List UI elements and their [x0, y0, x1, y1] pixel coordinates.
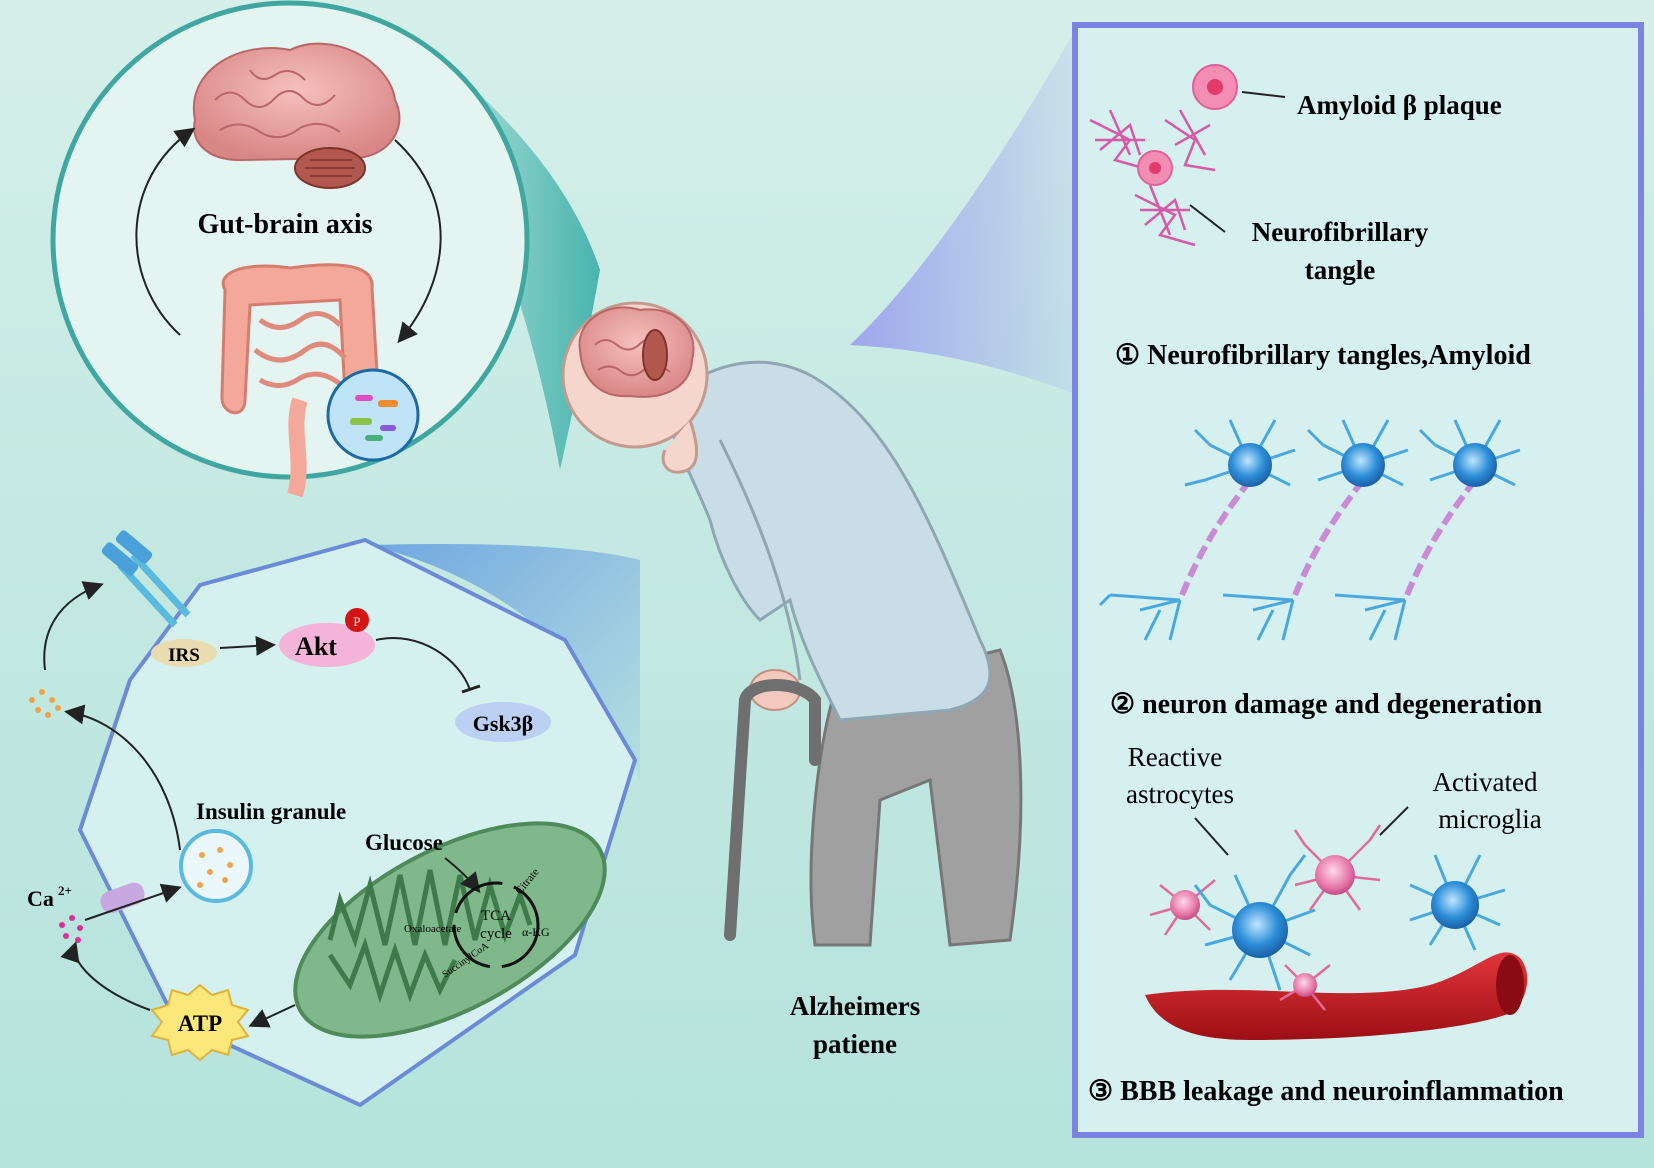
- brain-icon: [192, 42, 401, 189]
- cone-right-panel: [850, 25, 1078, 395]
- insulin-granule-icon: [179, 829, 253, 903]
- gut-brain-circle: Gut-brain axis: [50, 0, 530, 498]
- glucose-label: Glucose: [365, 830, 443, 855]
- irs-label: IRS: [168, 645, 200, 666]
- pathology-panel: Amyloid β plaque Neurofibrillary tangle …: [1072, 22, 1644, 1138]
- tca-label-line1: TCA: [481, 908, 511, 924]
- patient-label-line2: patiene: [813, 1029, 897, 1059]
- reactive-label-line2: astrocytes: [1126, 779, 1234, 809]
- step2-label: ② neuron damage and degeneration: [1110, 689, 1543, 720]
- cane-icon: [724, 679, 821, 941]
- gut-brain-title: Gut-brain axis: [197, 209, 372, 240]
- calcium-label: Ca: [27, 886, 54, 911]
- nft-label-line2: tangle: [1305, 255, 1376, 285]
- intestine-icon: [220, 263, 380, 498]
- amyloid-plaque-label: Amyloid β plaque: [1297, 90, 1502, 120]
- akt-label: Akt: [295, 632, 337, 661]
- reactive-label-line1: Reactive: [1128, 742, 1222, 772]
- step3-label: ③ BBB leakage and neuroinflammation: [1088, 1076, 1564, 1107]
- insulin-granule-label: Insulin granule: [196, 799, 346, 824]
- patient-brain-icon: [578, 306, 695, 398]
- gut-to-brain-arrow: [135, 127, 196, 336]
- secreted-insulin-dots: [29, 689, 61, 718]
- neuron-icon: [1222, 419, 1409, 641]
- calcium-ions-dots: [59, 915, 83, 943]
- neuron-icon: [1098, 419, 1296, 641]
- microglia-label-line1: Activated: [1433, 767, 1538, 797]
- calcium-charge-label: 2+: [58, 883, 72, 898]
- blood-vessel-icon: [1145, 952, 1528, 1040]
- gsk3b-label: Gsk3β: [473, 711, 534, 736]
- phospho-marker: [345, 608, 369, 632]
- gsk3b-node: [455, 702, 551, 742]
- oxaloacetate-label: Oxaloacetate: [404, 923, 462, 935]
- nft-label-line1: Neurofibrillary: [1252, 217, 1429, 247]
- akg-label: α-KG: [522, 925, 550, 939]
- microbiota-icon: [326, 368, 420, 462]
- cone-pathway: [370, 544, 640, 780]
- atp-label: ATP: [178, 1011, 222, 1036]
- akt-node: [279, 623, 375, 667]
- neuron-icon: [1334, 419, 1521, 641]
- tca-label-line2: cycle: [480, 926, 512, 942]
- neurons-row: [1098, 419, 1521, 641]
- amyloid-tangle-icon: [1089, 109, 1216, 247]
- alzheimer-patient-figure: Alzheimers patiene: [561, 301, 1023, 1059]
- step1-label: ① Neurofibrillary tangles,Amyloid: [1115, 340, 1531, 371]
- atp-burst: [150, 983, 250, 1062]
- irs-node: [151, 639, 217, 667]
- insulin-receptor-icon: [101, 530, 191, 628]
- insulin-pathway-panel: IRS Akt P Gsk3β Insulin granule Ca 2+: [27, 530, 638, 1108]
- patient-label-line1: Alzheimers: [790, 991, 920, 1021]
- mitochondria-icon: [293, 821, 607, 1039]
- calcium-channel-icon: [100, 882, 145, 914]
- phospho-label: P: [353, 614, 360, 629]
- microglia-label-line2: microglia: [1438, 804, 1541, 834]
- brain-to-gut-arrow: [394, 139, 442, 344]
